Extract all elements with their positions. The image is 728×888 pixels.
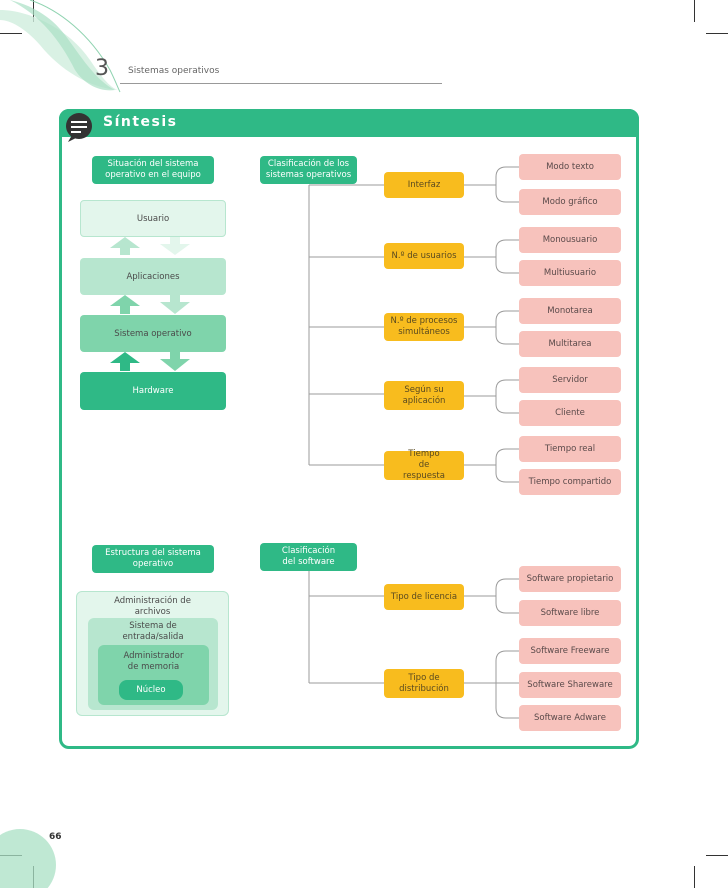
layer-sistema-operativo: Sistema operativo [80, 315, 226, 352]
layer-usuario: Usuario [80, 200, 226, 237]
item-monotarea: Monotarea [519, 298, 621, 324]
header-rule [120, 83, 442, 84]
decorative-corner-circle [0, 829, 56, 888]
synthesis-band [59, 109, 639, 137]
clasificacion-so-label: Clasificación de los sistemas operativos [260, 156, 357, 184]
layer-hardware: Hardware [80, 372, 226, 410]
group-interfaz: Interfaz [384, 172, 464, 198]
group-usuarios: N.º de usuarios [384, 243, 464, 269]
item-servidor: Servidor [519, 367, 621, 393]
chapter-title: Sistemas operativos [128, 66, 220, 76]
page-number: 66 [49, 832, 62, 842]
item-multitarea: Multitarea [519, 331, 621, 357]
item-multiusuario: Multiusuario [519, 260, 621, 286]
speech-bubble-icon [66, 113, 92, 142]
item-tiempo-real: Tiempo real [519, 436, 621, 462]
item-software-freeware: Software Freeware [519, 638, 621, 664]
item-monousuario: Monousuario [519, 227, 621, 253]
level-nucleo: Núcleo [119, 680, 183, 700]
synthesis-title: Síntesis [103, 114, 178, 130]
group-licencia: Tipo de licencia [384, 584, 464, 610]
item-modo-texto: Modo texto [519, 154, 621, 180]
decorative-swirl [0, 0, 121, 93]
level-memoria-label: Administrador de memoria [123, 651, 184, 672]
group-distribucion: Tipo de distribución [384, 669, 464, 698]
item-software-shareware: Software Shareware [519, 672, 621, 698]
situacion-label: Situación del sistema operativo en el eq… [92, 156, 214, 184]
item-software-adware: Software Adware [519, 705, 621, 731]
item-software-libre: Software libre [519, 600, 621, 626]
clasificacion-sw-label: Clasificación del software [260, 543, 357, 571]
layer-aplicaciones: Aplicaciones [80, 258, 226, 295]
level-archivos-label: Administración de archivos [114, 596, 191, 617]
group-procesos: N.º de procesos simultáneos [384, 313, 464, 341]
group-tiempo: Tiempo de respuesta [384, 449, 464, 481]
estructura-label: Estructura del sistema operativo [92, 545, 214, 573]
chapter-number: 3 [95, 56, 109, 81]
item-modo-grafico: Modo gráfico [519, 189, 621, 215]
level-entrada-salida-label: Sistema de entrada/salida [122, 621, 184, 642]
item-cliente: Cliente [519, 400, 621, 426]
item-tiempo-compartido: Tiempo compartido [519, 469, 621, 495]
item-software-propietario: Software propietario [519, 566, 621, 592]
group-aplicacion: Según su aplicación [384, 381, 464, 410]
